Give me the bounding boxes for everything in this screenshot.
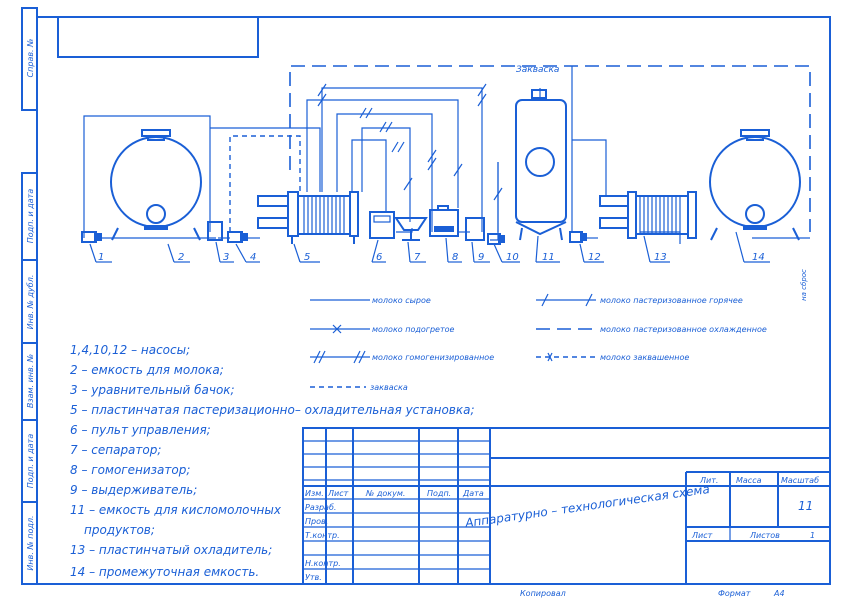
eq-num-12: 12 — [588, 252, 601, 263]
col-doc: № докум. — [365, 489, 405, 498]
component-10: продуктов; — [84, 523, 155, 537]
eq-num-8: 8 — [452, 252, 458, 263]
stamp-label-5: Подп. и дата — [26, 434, 35, 489]
legend-past-cool: молоко пастеризованное охлажденное — [600, 325, 767, 334]
fermentation-tank-11 — [515, 89, 567, 241]
sheet-label: Лист — [691, 531, 713, 540]
footer-format-value: А4 — [773, 589, 785, 598]
legend-past-hot: молоко пастеризованное горячее — [600, 296, 743, 305]
eq-num-6: 6 — [376, 252, 382, 263]
top-left-stamp-box — [57, 16, 259, 58]
component-8: 9 – выдерживатель; — [70, 483, 197, 497]
component-12: 14 – промежуточная емкость. — [70, 565, 259, 579]
component-3: 3 – уравнительный бачок; — [70, 383, 235, 397]
col-date: Дата — [462, 489, 484, 498]
component-1: 1,4,10,12 – насосы; — [70, 343, 190, 357]
plate-pasteurizer-5 — [257, 191, 359, 244]
pump-10 — [487, 233, 505, 245]
footer-format: Формат — [718, 589, 751, 598]
stamp-label-1: Справ. № — [26, 39, 35, 78]
stamp-label-2: Подп. и дата — [26, 189, 35, 244]
lit-label: Лит. — [699, 476, 718, 485]
eq-num-11: 11 — [542, 252, 555, 263]
eq-num-9: 9 — [478, 252, 484, 263]
homogenizer-8 — [429, 205, 459, 237]
pump-12 — [569, 231, 587, 243]
col-list: Лист — [327, 489, 349, 498]
drawing-title: Аппаратурно – технологическая схема — [463, 482, 710, 530]
pipe-hatch-marks — [317, 83, 503, 201]
legend-raw: молоко сырое — [372, 296, 431, 305]
tank-2 — [110, 129, 202, 241]
component-2: 2 – емкость для молока; — [70, 363, 224, 377]
eq-num-10: 10 — [506, 252, 519, 263]
scale-label: Масштаб — [781, 476, 819, 485]
legend-starter: закваска — [370, 383, 408, 392]
eq-num-3: 3 — [223, 252, 229, 263]
eq-num-7: 7 — [414, 252, 421, 263]
footer-copied: Копировал — [520, 589, 566, 598]
stamp-label-6: Инв. № подл. — [26, 515, 35, 570]
component-11: 13 – пластинчатый охладитель; — [70, 543, 272, 557]
title-block: Изм. Лист № докум. Подп. Дата Разраб. Пр… — [302, 427, 831, 585]
eq-num-14: 14 — [752, 252, 765, 263]
separator-7 — [394, 217, 428, 241]
component-9: 11 – емкость для кисломолочных — [70, 503, 282, 517]
eq-num-2: 2 — [178, 252, 184, 263]
equipment-numbers: 1 2 3 4 5 6 7 8 9 10 11 12 13 14 — [98, 252, 765, 263]
component-6: 7 – сепаратор; — [70, 443, 161, 457]
tank-14 — [709, 129, 801, 241]
col-izm: Изм. — [305, 489, 324, 498]
pump-1 — [81, 231, 102, 243]
legend-fermented: молоко заквашенное — [600, 353, 689, 362]
role-prov: Пров. — [305, 517, 328, 526]
balance-tank-3 — [207, 221, 223, 241]
pipe-pasteurized-cool — [289, 65, 811, 232]
sheets-value: 1 — [810, 531, 815, 540]
stamp-label-3: Инв. № дубл. — [26, 275, 35, 330]
pump-4 — [227, 231, 248, 243]
stamp-label-4: Взам. инв. № — [26, 354, 35, 408]
eq-num-4: 4 — [250, 252, 256, 263]
component-7: 8 – гомогенизатор; — [70, 463, 190, 477]
role-razrab: Разраб. — [305, 503, 336, 512]
component-5: 6 – пульт управления; — [70, 423, 211, 437]
eq-num-1: 1 — [98, 252, 104, 263]
pipe-starter-dashed — [229, 135, 301, 232]
eq-num-5: 5 — [304, 252, 310, 263]
plate-cooler-13 — [599, 191, 697, 239]
components-legend: 1,4,10,12 – насосы; 2 – емкость для моло… — [70, 343, 475, 579]
starter-label: Закваска — [516, 65, 559, 75]
role-utv: Утв. — [305, 573, 322, 582]
side-stamp-strip: Справ. № Подп. и дата Инв. № дубл. Взам.… — [21, 7, 38, 585]
role-tkontr: Т.контр. — [305, 531, 340, 540]
line-legend: молоко сырое молоко подогретое молоко го… — [310, 293, 767, 392]
massa-label: Масса — [736, 476, 762, 485]
legend-heated: молоко подогретое — [372, 325, 455, 334]
sheets-label: Листов — [749, 531, 780, 540]
to-drain-label: на сброс — [800, 269, 808, 301]
component-4: 5 – пластинчатая пастеризационно– охлади… — [70, 403, 475, 417]
col-sign: Подп. — [427, 489, 451, 498]
role-nkontr: Н.контр. — [305, 559, 341, 568]
eq-num-13: 13 — [654, 252, 667, 263]
holder-9 — [465, 217, 485, 241]
control-panel-6 — [369, 211, 395, 239]
scale-value: 11 — [798, 499, 813, 513]
pipe-raw-milk — [83, 115, 211, 238]
legend-homogenized: молоко гомогенизированное — [372, 353, 494, 362]
equipment-number-leaders — [89, 231, 770, 263]
